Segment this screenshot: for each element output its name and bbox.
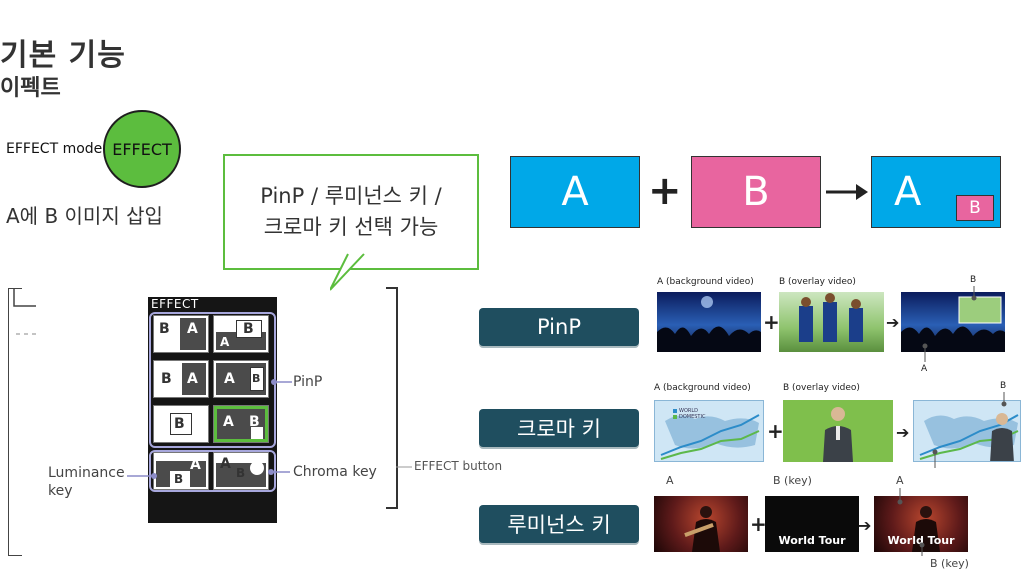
pinp-tile-3[interactable]: B A bbox=[153, 360, 209, 398]
right-bracket bbox=[386, 287, 398, 509]
page-subtitle: 이펙트 bbox=[0, 76, 61, 101]
mode-pill-luminance-key: 루미넌스 키 bbox=[479, 505, 639, 543]
plus-operator: + bbox=[648, 168, 682, 214]
pinp-caption-a: A (background video) bbox=[657, 277, 754, 287]
callout-line-2: 크로마 키 선택 가능 bbox=[263, 215, 439, 239]
source-b-box: B bbox=[691, 156, 821, 228]
result-arrow-icon bbox=[826, 184, 868, 200]
effect-panel-title: EFFECT bbox=[151, 297, 199, 311]
luminance-caption-result-b: B (key) bbox=[930, 557, 969, 570]
pinp-tile-1[interactable]: B A bbox=[153, 315, 209, 353]
pinp-plus: + bbox=[763, 310, 780, 334]
insert-description: A에 B 이미지 삽입 bbox=[6, 204, 163, 228]
luminance-result-image: World Tour bbox=[874, 496, 968, 552]
callout-tail bbox=[330, 253, 365, 291]
chroma-plus: + bbox=[767, 419, 784, 443]
pinp-tile-5[interactable]: B bbox=[153, 405, 209, 443]
mode-pill-chroma-key: 크로마 키 bbox=[479, 409, 639, 447]
effect-mode-label: EFFECT mode bbox=[6, 141, 103, 157]
button-pointer-line bbox=[396, 466, 412, 468]
callout-box: PinP / 루미넌스 키 / 크로마 키 선택 가능 bbox=[223, 154, 479, 270]
pinp-cheerleader-image bbox=[779, 292, 884, 352]
source-a-box: A bbox=[510, 156, 640, 228]
pinp-concert-image bbox=[657, 292, 761, 352]
chroma-greenscreen-image bbox=[783, 400, 893, 462]
chroma-caption-b: B (overlay video) bbox=[783, 383, 860, 393]
luminance-caption-result-a: A bbox=[896, 474, 904, 487]
luminance-caption-b: B (key) bbox=[773, 474, 812, 487]
chroma-caption-a: A (background video) bbox=[654, 383, 751, 393]
chroma-result-image bbox=[913, 400, 1021, 462]
result-overlay-b: B bbox=[956, 195, 994, 221]
chroma-key-pointer-label: Chroma key bbox=[293, 464, 377, 480]
chroma-arrow-icon: ➔ bbox=[896, 423, 910, 442]
chroma-caption-result-b: B bbox=[1000, 381, 1007, 391]
luminance-key-tile[interactable]: A B bbox=[153, 452, 209, 490]
mode-pill-pinp: PinP bbox=[479, 308, 639, 346]
pinp-caption-result-b: B bbox=[970, 275, 977, 285]
page-title: 기본 기능 bbox=[0, 38, 126, 73]
luminance-key-image: World Tour bbox=[765, 496, 859, 552]
chroma-key-tile[interactable]: A B bbox=[213, 452, 269, 490]
pinp-arrow-icon: ➔ bbox=[886, 313, 900, 332]
effect-mode-button: EFFECT bbox=[103, 110, 181, 188]
pinp-tile-6-selected[interactable]: A B bbox=[213, 405, 269, 443]
callout-line-1: PinP / 루미넌스 키 / bbox=[260, 184, 442, 208]
luminance-caption-a: A bbox=[666, 474, 674, 487]
left-bracket bbox=[8, 288, 22, 556]
pinp-tile-2[interactable]: B A bbox=[213, 315, 269, 353]
chroma-map-image: WORLD DOMESTIC bbox=[654, 400, 764, 462]
pinp-tile-4[interactable]: A B bbox=[213, 360, 269, 398]
key-group-box bbox=[149, 450, 276, 492]
pinp-caption-b: B (overlay video) bbox=[779, 277, 856, 287]
luminance-arrow-icon: ➔ bbox=[858, 516, 872, 535]
luminance-guitarist-image bbox=[654, 496, 748, 552]
effect-mode-button-label: EFFECT bbox=[112, 139, 172, 159]
luminance-plus: + bbox=[750, 512, 767, 536]
left-bracket-detail bbox=[13, 288, 36, 335]
pinp-caption-result-a: A bbox=[921, 364, 928, 374]
luminance-key-pointer-label: Luminance key bbox=[48, 465, 125, 499]
pinp-pointer-label: PinP bbox=[293, 374, 323, 390]
effect-button-label: EFFECT button bbox=[414, 459, 503, 473]
